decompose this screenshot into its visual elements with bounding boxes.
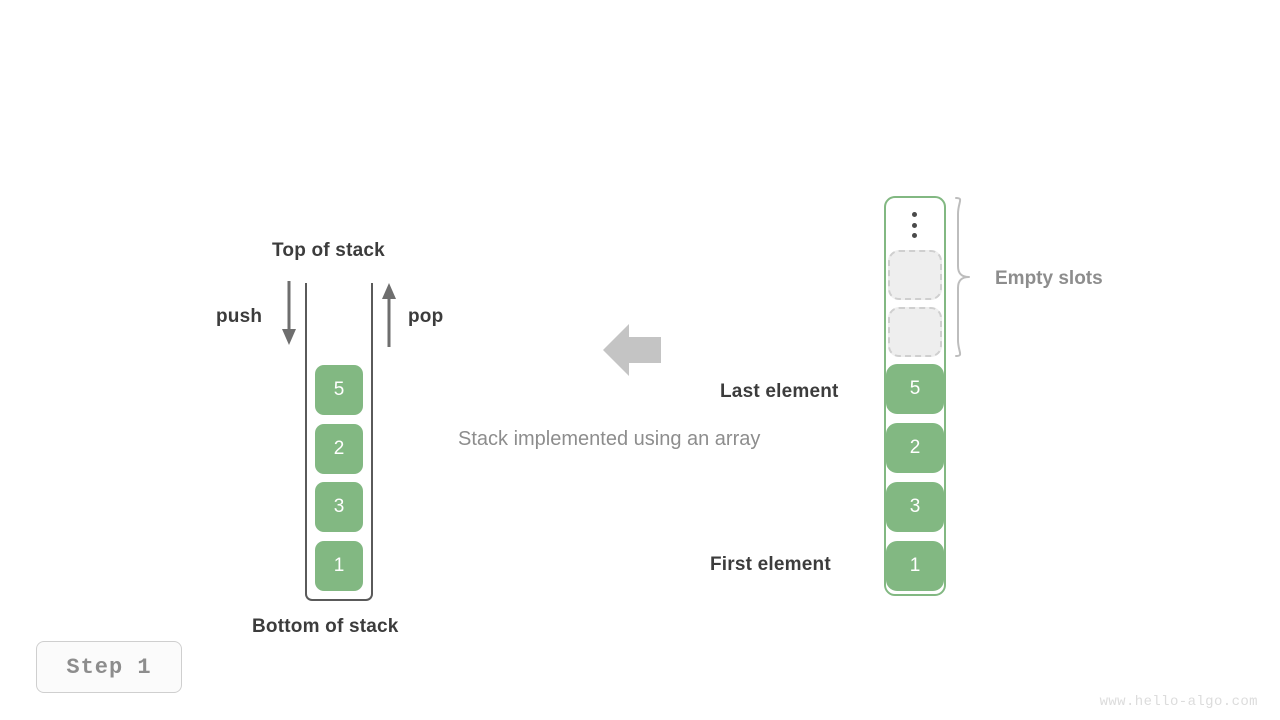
- diagram-caption: Stack implemented using an array: [458, 428, 761, 450]
- empty-slot: [888, 250, 942, 300]
- push-label: push: [216, 306, 263, 327]
- stack-cell: 1: [315, 541, 363, 591]
- stack-cell: 5: [315, 365, 363, 415]
- empty-slots-brace: [955, 197, 970, 357]
- stack-cell: 3: [315, 482, 363, 532]
- array-cell: 2: [886, 423, 944, 473]
- stack-container: [305, 283, 373, 601]
- left-arrow-icon: [603, 324, 661, 376]
- vertical-ellipsis-icon: [910, 212, 918, 238]
- watermark: www.hello-algo.com: [1099, 694, 1258, 710]
- empty-slots-label: Empty slots: [995, 268, 1103, 289]
- last-element-label: Last element: [720, 381, 839, 402]
- pop-label: pop: [408, 306, 444, 327]
- push-arrow-icon: [282, 281, 296, 345]
- bottom-of-stack-label: Bottom of stack: [252, 616, 399, 637]
- array-cell: 5: [886, 364, 944, 414]
- step-badge: Step 1: [36, 641, 182, 693]
- array-cell: 3: [886, 482, 944, 532]
- pop-arrow-icon: [382, 283, 396, 347]
- first-element-label: First element: [710, 554, 831, 575]
- array-cell: 1: [886, 541, 944, 591]
- top-of-stack-label: Top of stack: [272, 240, 385, 261]
- empty-slot: [888, 307, 942, 357]
- stack-cell: 2: [315, 424, 363, 474]
